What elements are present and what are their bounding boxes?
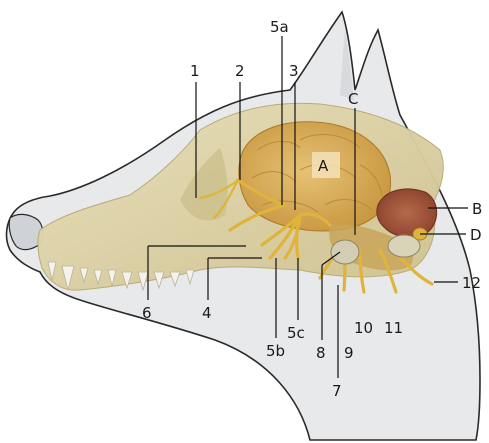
label-5c: 5c <box>287 324 305 342</box>
label-d: D <box>470 226 482 244</box>
label-11: 11 <box>384 319 403 337</box>
middle-ear-bulla <box>331 240 359 264</box>
label-9: 9 <box>344 344 354 362</box>
label-b: B <box>472 200 482 218</box>
label-4: 4 <box>202 304 212 322</box>
label-a: A <box>318 157 329 175</box>
label-3: 3 <box>289 62 299 80</box>
label-6: 6 <box>142 304 152 322</box>
label-1: 1 <box>190 62 200 80</box>
label-7: 7 <box>332 382 342 400</box>
label-2: 2 <box>235 62 245 80</box>
label-5b: 5b <box>266 342 285 360</box>
label-10: 10 <box>354 319 373 337</box>
label-5a: 5a <box>270 18 289 36</box>
label-8: 8 <box>316 344 326 362</box>
label-c: C <box>348 90 358 108</box>
label-12: 12 <box>462 274 481 292</box>
